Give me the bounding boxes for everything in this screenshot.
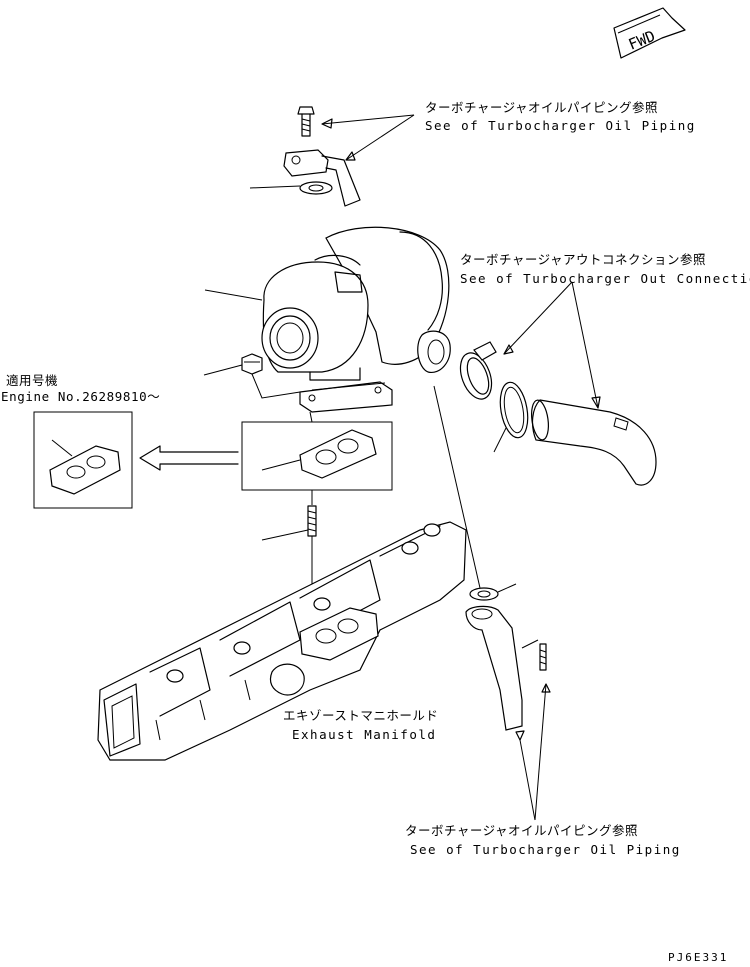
detail-arrow-icon xyxy=(139,445,239,471)
oil-piping-top-jp-label: ターボチャージャオイルパイピング参照 xyxy=(425,100,659,115)
outlet-connection xyxy=(459,341,657,486)
oil-piping-top-en-label: See of Turbocharger Oil Piping xyxy=(425,118,696,133)
exhaust-manifold xyxy=(97,521,467,761)
manifold-jp-label: エキゾーストマニホールド xyxy=(283,708,439,723)
applicable-gasket xyxy=(33,411,133,509)
oil-drain-assembly xyxy=(433,385,547,731)
turbocharger xyxy=(261,226,451,413)
nut xyxy=(203,353,301,399)
oil-inlet-assembly xyxy=(249,106,361,207)
oil-piping-bottom-jp-label: ターボチャージャオイルパイピング参照 xyxy=(405,823,639,838)
out-connection-jp-label: ターボチャージャアウトコネクション参照 xyxy=(460,252,707,267)
gasket-detail xyxy=(241,411,393,505)
figure-code: PJ6E331 xyxy=(668,951,729,964)
fwd-label: FWD xyxy=(626,27,658,54)
applicable-jp-label: 適用号機 xyxy=(6,373,59,388)
turbo-leader xyxy=(204,289,263,301)
out-connection-en-label: See of Turbocharger Out Connection xyxy=(460,271,750,286)
leader-arrows xyxy=(321,114,601,821)
oil-piping-bottom-en-label: See of Turbocharger Oil Piping xyxy=(410,842,681,857)
fwd-arrow-icon: FWD xyxy=(613,7,686,59)
engine-no-label: Engine No.26289810～ xyxy=(1,389,161,404)
manifold-en-label: Exhaust Manifold xyxy=(292,727,437,742)
